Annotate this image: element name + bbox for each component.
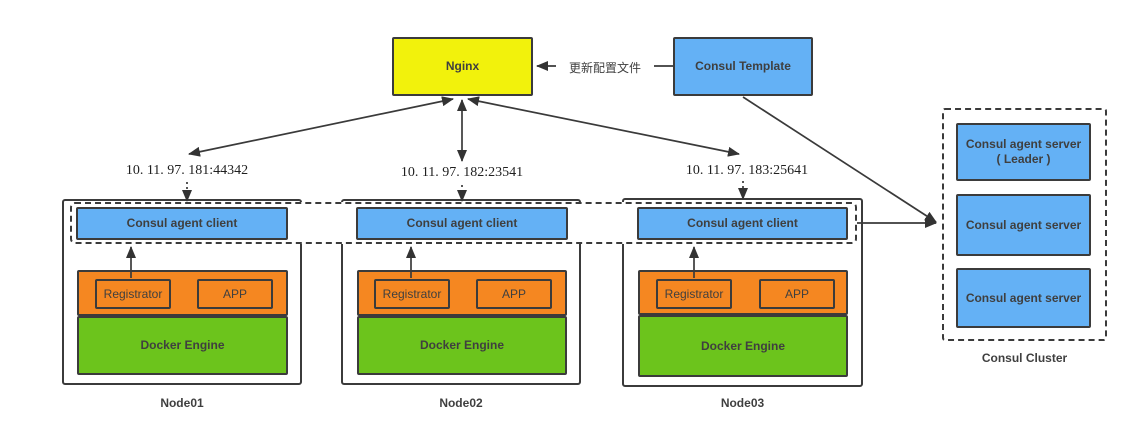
consul-agent-server2-box: Consul agent server — [956, 194, 1091, 256]
node1-consul-agent-client-label: Consul agent client — [126, 216, 238, 230]
node3-label: Node03 — [720, 396, 765, 410]
consul-agent-server-leader-label: Consul agent server — [965, 137, 1082, 151]
node3-app-label: APP — [784, 286, 809, 301]
update-config-arrow-label: 更新配置文件 — [556, 59, 654, 76]
node3-containers-box: Registrator APP — [638, 270, 848, 315]
consul-cluster-dashed-box — [942, 108, 1107, 341]
node1-app-label: APP — [222, 286, 247, 301]
node1-label: Node01 — [160, 396, 204, 410]
node2-registrator-label: Registrator — [382, 286, 442, 301]
node3-app-box: APP — [759, 279, 835, 309]
node2-app-box: APP — [476, 279, 552, 309]
nginx-label: Nginx — [445, 59, 480, 73]
node1-containers-box: Registrator APP — [77, 270, 288, 316]
consul-agent-server-leader-sublabel: ( Leader ) — [996, 152, 1051, 166]
consul-agent-server-leader-box: Consul agent server ( Leader ) — [956, 123, 1091, 181]
node3-registrator-box: Registrator — [656, 279, 732, 309]
node1-app-box: APP — [197, 279, 273, 309]
nginx-box: Nginx — [392, 37, 533, 96]
consul-cluster-title: Consul Cluster — [981, 351, 1068, 365]
consul-agent-server3-label: Consul agent server — [965, 290, 1082, 305]
consul-agent-server2-label: Consul agent server — [965, 217, 1082, 232]
node2-registrator-box: Registrator — [374, 279, 450, 309]
consul-agent-server3-box: Consul agent server — [956, 268, 1091, 328]
node2-consul-agent-client-label: Consul agent client — [406, 216, 518, 230]
node2-ip-label: 10. 11. 97. 182:23541 — [400, 165, 524, 180]
node3-ip-label: 10. 11. 97. 183:25641 — [685, 163, 809, 178]
node1-ip-label: 10. 11. 97. 181:44342 — [125, 163, 249, 178]
node2-app-label: APP — [501, 286, 526, 301]
node1-registrator-label: Registrator — [103, 286, 163, 301]
consul-template-box: Consul Template — [673, 37, 813, 96]
wire-nginx-node3 — [467, 96, 740, 157]
node3-consul-agent-client-label: Consul agent client — [687, 216, 798, 230]
node1-registrator-box: Registrator — [95, 279, 171, 309]
node2-docker-engine-label: Docker Engine — [419, 338, 505, 352]
node1-docker-engine-label: Docker Engine — [140, 338, 225, 352]
node3-consul-agent-client-box: Consul agent client — [637, 207, 848, 240]
node2-label: Node02 — [439, 396, 483, 410]
consul-template-label: Consul Template — [695, 59, 791, 73]
node2-containers-box: Registrator APP — [357, 270, 567, 316]
node2-consul-agent-client-box: Consul agent client — [356, 207, 568, 240]
node3-docker-engine-label: Docker Engine — [700, 338, 786, 353]
node1-consul-agent-client-box: Consul agent client — [76, 207, 288, 240]
node1-docker-engine-box: Docker Engine — [77, 316, 288, 375]
node3-registrator-label: Registrator — [664, 286, 724, 301]
node2-docker-engine-box: Docker Engine — [357, 316, 567, 375]
node3-docker-engine-box: Docker Engine — [638, 315, 848, 377]
wire-nginx-node1 — [188, 96, 454, 157]
